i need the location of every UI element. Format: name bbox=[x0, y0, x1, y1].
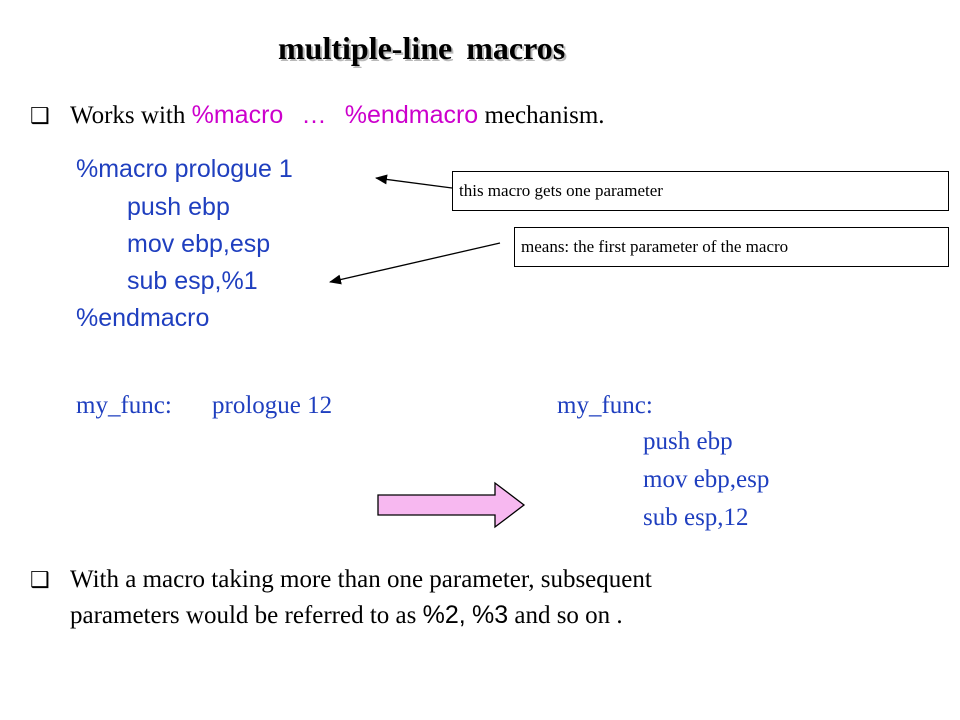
keyword-endmacro: %endmacro bbox=[344, 101, 479, 129]
slide-title: multiple-line macros bbox=[278, 30, 566, 66]
expansion-label: my_func: bbox=[557, 392, 653, 419]
arrow-pointer-icon bbox=[375, 174, 453, 189]
bullet-2-continuation: parameters would be referred to as %2, %… bbox=[70, 598, 623, 633]
bullet-1: ❑ Works with %macro … %endmacro mechanism… bbox=[30, 98, 605, 133]
bullet-2-line-1: With a macro taking more than one parame… bbox=[70, 566, 652, 593]
bullet-2: ❑ With a macro taking more than one param… bbox=[30, 563, 652, 597]
square-bullet-icon: ❑ bbox=[30, 103, 50, 128]
param-comma: , bbox=[458, 601, 466, 629]
keyword-macro: %macro bbox=[191, 101, 284, 129]
expansion-line-1: push ebp bbox=[643, 428, 733, 455]
param-2: %2 bbox=[422, 601, 459, 629]
square-bullet-icon: ❑ bbox=[30, 567, 50, 592]
bullet-2-line-2-suffix: and so on . bbox=[514, 602, 623, 629]
expansion-line-3: sub esp,12 bbox=[643, 504, 749, 531]
param-3: %3 bbox=[471, 601, 509, 629]
bullet-2-line-2-prefix: parameters would be referred to as bbox=[70, 602, 417, 629]
expansion-line-2: mov ebp,esp bbox=[643, 466, 770, 493]
macro-def-line-4: sub esp,%1 bbox=[127, 267, 258, 295]
macro-def-line-5: %endmacro bbox=[76, 304, 210, 332]
macro-def-line-3: mov ebp,esp bbox=[127, 230, 271, 258]
block-right-arrow-icon bbox=[377, 481, 526, 529]
ellipsis: … bbox=[301, 101, 327, 129]
callout-one-parameter: this macro gets one parameter bbox=[452, 171, 949, 211]
macro-def-line-2: push ebp bbox=[127, 193, 230, 221]
bullet-1-prefix: Works with bbox=[70, 102, 186, 129]
bullet-1-suffix: mechanism. bbox=[484, 102, 605, 129]
usage-call: prologue 12 bbox=[212, 392, 333, 419]
arrow-pointer-icon bbox=[329, 242, 501, 285]
usage-label: my_func: bbox=[76, 392, 172, 419]
macro-def-line-1: %macro prologue 1 bbox=[76, 155, 293, 183]
callout-first-parameter: means: the first parameter of the macro bbox=[514, 227, 949, 267]
